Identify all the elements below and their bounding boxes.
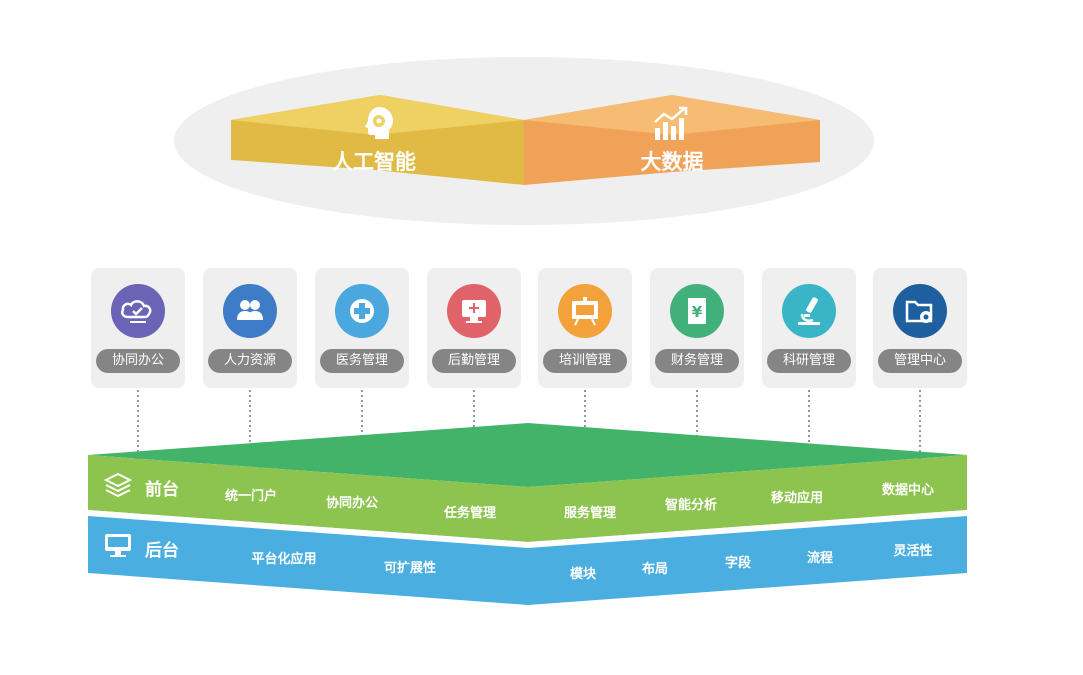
svg-text:¥: ¥ bbox=[692, 303, 703, 321]
band-item: 数据中心 bbox=[882, 482, 934, 498]
module-label: 科研管理 bbox=[767, 349, 851, 373]
module-label: 财务管理 bbox=[655, 349, 739, 373]
platform-top bbox=[88, 423, 967, 487]
module-card[interactable]: 科研管理 bbox=[762, 268, 856, 388]
module-card[interactable]: 医务管理 bbox=[315, 268, 409, 388]
band-item: 布局 bbox=[642, 561, 668, 577]
folder-gear-icon bbox=[893, 284, 947, 338]
module-label: 培训管理 bbox=[543, 349, 627, 373]
platform bbox=[88, 423, 967, 605]
band-item: 协同办公 bbox=[326, 495, 378, 511]
module-card[interactable]: 管理中心 bbox=[873, 268, 967, 388]
band-item: 可扩展性 bbox=[384, 560, 436, 576]
module-label: 医务管理 bbox=[320, 349, 404, 373]
microscope-icon bbox=[782, 284, 836, 338]
module-label: 人力资源 bbox=[208, 349, 292, 373]
board-icon bbox=[558, 284, 612, 338]
module-label: 协同办公 bbox=[96, 349, 180, 373]
desktop-icon bbox=[105, 534, 131, 557]
bigdata-block: 大数据 bbox=[524, 95, 820, 185]
bar-chart-icon bbox=[654, 106, 688, 140]
monitor-icon bbox=[447, 284, 501, 338]
people-icon bbox=[223, 284, 277, 338]
band-item: 字段 bbox=[725, 555, 751, 571]
module-card[interactable]: ¥ 财务管理 bbox=[650, 268, 744, 388]
band-item: 移动应用 bbox=[771, 490, 823, 506]
band-item: 平台化应用 bbox=[251, 551, 316, 567]
module-card[interactable]: 培训管理 bbox=[538, 268, 632, 388]
front-title: 前台 bbox=[145, 479, 179, 500]
cloud-check-icon bbox=[111, 284, 165, 338]
module-label: 后勤管理 bbox=[432, 349, 516, 373]
back-band bbox=[88, 516, 967, 605]
module-card[interactable]: 协同办公 bbox=[91, 268, 185, 388]
module-label: 管理中心 bbox=[878, 349, 962, 373]
yuan-icon: ¥ bbox=[670, 284, 724, 338]
medical-cross-icon bbox=[335, 284, 389, 338]
layers-icon bbox=[103, 472, 133, 498]
band-item: 模块 bbox=[570, 566, 597, 582]
module-card[interactable]: 人力资源 bbox=[203, 268, 297, 388]
back-title: 后台 bbox=[145, 540, 179, 561]
band-item: 任务管理 bbox=[443, 505, 496, 521]
band-item: 统一门户 bbox=[225, 488, 277, 504]
band-item: 智能分析 bbox=[665, 497, 717, 513]
ai-label: 人工智能 bbox=[332, 150, 416, 174]
ai-block: 人工智能 bbox=[231, 95, 524, 185]
head-gear-icon bbox=[365, 107, 393, 139]
front-band bbox=[88, 455, 967, 542]
band-item: 灵活性 bbox=[893, 543, 932, 559]
bigdata-label: 大数据 bbox=[641, 150, 704, 174]
band-item: 流程 bbox=[807, 550, 833, 566]
band-item: 服务管理 bbox=[564, 505, 616, 521]
module-card[interactable]: 后勤管理 bbox=[427, 268, 521, 388]
